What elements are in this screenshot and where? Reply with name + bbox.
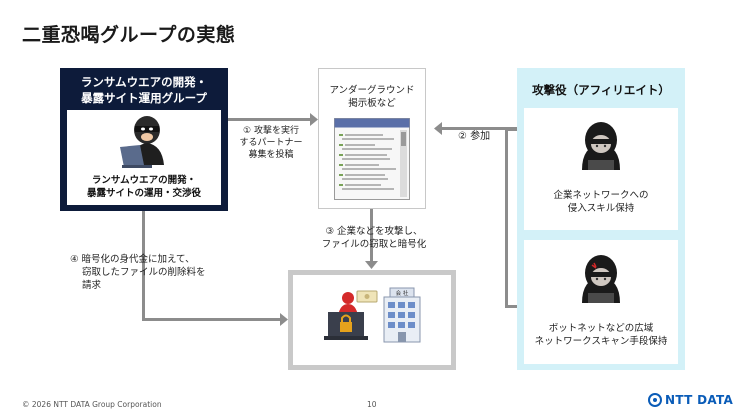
affiliate-card1-line2: 侵入スキル保持	[567, 203, 635, 214]
step-3-line1: ③ 企業などを攻撃し、	[325, 226, 423, 237]
step-2-label: ② 参加	[458, 131, 491, 142]
step-3-line2: ファイルの窃取と暗号化	[321, 239, 427, 250]
page-number: 10	[367, 400, 377, 409]
step-4-line1: ④ 暗号化の身代金に加えて、	[70, 254, 195, 265]
step-4-line3: 請求	[82, 280, 102, 291]
ransomware-group-desc-line2: 暴露サイトの運用・交渉役	[86, 188, 201, 199]
arrow-3-shaft	[370, 209, 373, 261]
ransomware-group-desc-line1: ランサムウエアの開発・	[91, 175, 197, 186]
hooded-hacker-red-eye-icon	[582, 255, 620, 303]
affiliate-card-scanning-text: ボットネットなどの広域 ネットワークスキャン手段保持	[524, 322, 678, 348]
ransomware-group-title: ランサムウエアの開発・ 暴露サイト運用グループ	[60, 74, 228, 106]
arrow-3-head	[365, 261, 378, 269]
affiliate-card2-line2: ネットワークスキャン手段保持	[534, 336, 668, 347]
ntt-data-logo-text: NTT DATA	[665, 393, 734, 407]
affiliate-card1-line1: 企業ネットワークへの	[553, 190, 649, 201]
arrow-4-head	[280, 313, 288, 326]
arrow-4-shaft-vertical	[142, 211, 145, 321]
affiliate-card2-line1: ボットネットなどの広域	[548, 323, 654, 334]
affiliate-bracket-vertical	[505, 128, 508, 308]
ntt-data-logo: NTT DATA	[648, 393, 733, 407]
arrow-4-shaft-horizontal	[142, 318, 280, 321]
victim-company-box	[288, 270, 456, 370]
arrow-2-head	[434, 122, 442, 135]
money-bundle-icon	[356, 290, 378, 303]
bulletin-board-window-icon	[334, 118, 410, 200]
affiliate-bracket-top	[505, 128, 524, 131]
step-4-label: ④ 暗号化の身代金に加えて、 窃取したファイルの削除料を 請求	[70, 253, 206, 292]
hooded-hacker-icon	[582, 122, 620, 170]
step-1-line2: するパートナー	[239, 138, 303, 148]
underground-bbs-title-line2: 掲示板など	[348, 98, 396, 109]
page-title: 二重恐喝グループの実態	[22, 24, 236, 46]
company-sign-text: 会 社	[396, 289, 409, 297]
affiliate-card-intrusion-text: 企業ネットワークへの 侵入スキル保持	[524, 189, 678, 215]
arrow-1-head	[310, 113, 318, 126]
affiliate-bracket-bottom	[505, 305, 524, 308]
affiliate-title: 攻撃役（アフィリエイト）	[532, 83, 670, 97]
underground-bbs-title: アンダーグラウンド 掲示板など	[318, 84, 426, 110]
hacker-laptop-icon	[120, 116, 164, 168]
locked-laptop-icon	[324, 292, 368, 340]
arrow-1-shaft	[228, 118, 310, 121]
step-1-label: ① 攻撃を実行 するパートナー 募集を投稿	[233, 125, 309, 161]
ransomware-group-title-line2: 暴露サイト運用グループ	[81, 91, 207, 105]
footer-copyright: © 2026 NTT DATA Group Corporation	[22, 400, 162, 409]
ransomware-group-description: ランサムウエアの開発・ 暴露サイトの運用・交渉役	[67, 174, 221, 200]
step-3-label: ③ 企業などを攻撃し、 ファイルの窃取と暗号化	[314, 225, 434, 251]
step-4-line2: 窃取したファイルの削除料を	[82, 267, 206, 278]
arrow-2-shaft	[442, 127, 517, 130]
ntt-data-logo-icon	[648, 393, 662, 407]
ransomware-group-title-line1: ランサムウエアの開発・	[80, 75, 208, 89]
underground-bbs-title-line1: アンダーグラウンド	[329, 85, 415, 96]
step-1-line1: ① 攻撃を実行	[243, 126, 299, 136]
company-building-icon: 会 社	[383, 287, 421, 343]
step-1-line3: 募集を投稿	[248, 150, 294, 160]
